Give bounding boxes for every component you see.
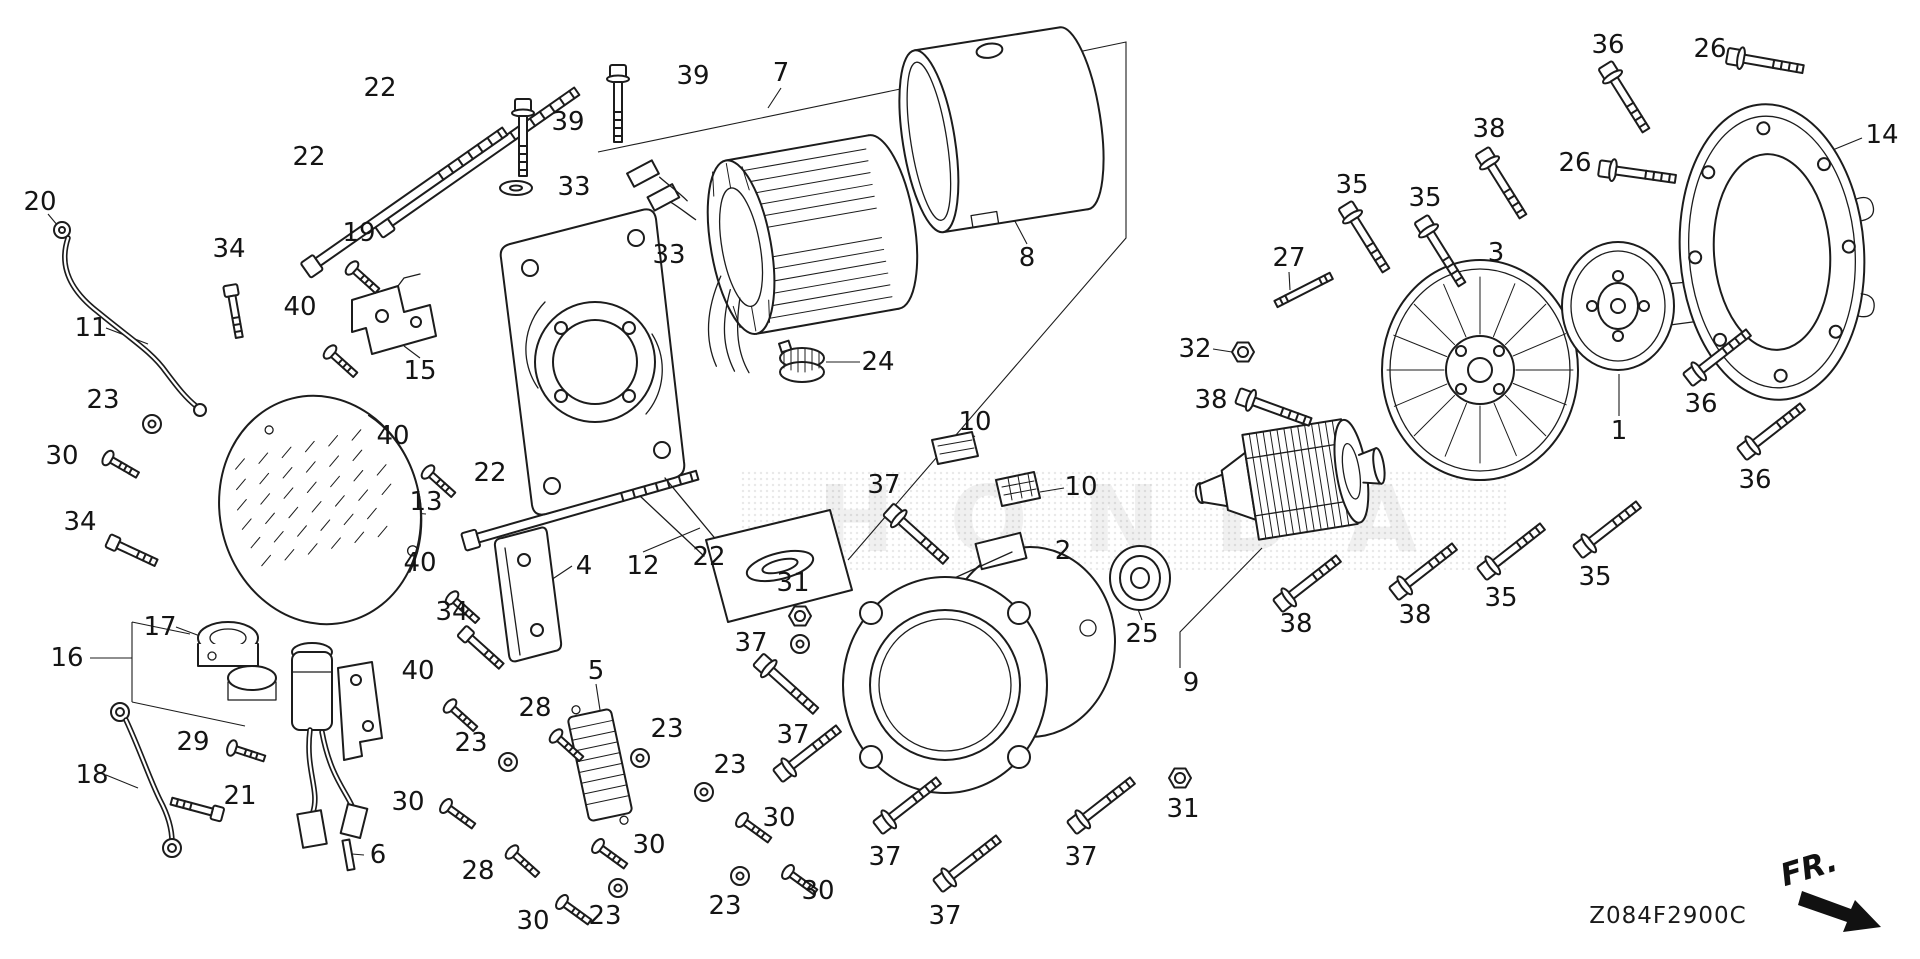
lead-wire-drawing — [110, 702, 182, 858]
screw-19-drawing — [342, 258, 384, 298]
washer-23-drawing — [630, 748, 650, 768]
bolt-35-drawing — [1334, 198, 1397, 278]
coil-assembly-drawing — [197, 621, 383, 849]
screw-30-drawing — [732, 809, 776, 848]
through-bolt-22-drawing — [299, 122, 511, 279]
bolt-36-drawing — [1594, 58, 1657, 138]
bolt-37-drawing — [929, 828, 1007, 896]
bolt-36-drawing — [1733, 396, 1811, 464]
stud-27-drawing — [1273, 271, 1334, 309]
washer-23-drawing — [694, 782, 714, 802]
bearing-drawing — [1109, 545, 1171, 611]
grouping-lines — [90, 41, 1263, 727]
wire-clamp-drawing — [778, 339, 825, 383]
screw-28-drawing — [502, 842, 544, 882]
vented-end-cover-drawing — [218, 394, 423, 626]
washer-23-drawing — [498, 752, 518, 772]
rotor-drawing — [1194, 418, 1386, 541]
bolt-21-drawing — [168, 793, 226, 823]
drive-flange-drawing — [1561, 241, 1721, 371]
screw-40-drawing — [440, 696, 482, 736]
mount-plate-drawing — [493, 526, 563, 663]
fr-direction-arrow — [1798, 891, 1881, 932]
screw-30-drawing — [552, 891, 596, 930]
washer-23-drawing — [142, 414, 162, 434]
screw-30-drawing — [778, 861, 822, 900]
bolt-37-drawing — [769, 718, 847, 786]
fr-direction-label: FR. — [1776, 843, 1841, 894]
rear-plate-drawing — [1678, 103, 1875, 401]
washer-31-drawing — [790, 634, 810, 654]
screw-30-drawing — [436, 795, 480, 834]
stator-cover-drawing — [898, 26, 1105, 234]
through-bolt-22-drawing — [371, 82, 583, 239]
rear-housing-drawing — [842, 531, 1116, 794]
bolt-37-drawing — [879, 500, 954, 570]
terminal-block-drawing — [567, 705, 633, 825]
screw-30-drawing — [99, 447, 143, 483]
ground-wire-drawing — [53, 221, 207, 417]
pin-drawing — [341, 838, 356, 872]
screw-40-drawing — [418, 462, 460, 502]
bolt-37-drawing — [1063, 770, 1141, 838]
screw-29-drawing — [224, 738, 268, 768]
stator-drawing — [626, 134, 919, 374]
bolt-38-drawing — [1385, 536, 1463, 604]
bolt-34-drawing — [222, 282, 248, 340]
washer-33-drawing — [499, 180, 533, 196]
fr-direction-marker: FR. — [1776, 843, 1881, 932]
bolt-34-drawing — [456, 624, 507, 673]
caution-label-drawing — [931, 431, 1041, 507]
bolt-26-drawing — [1596, 156, 1678, 191]
bolt-35-drawing — [1569, 494, 1647, 562]
cooling-fan-drawing — [1381, 259, 1579, 481]
bolt-38-drawing — [1269, 548, 1347, 616]
nut-32-drawing — [1231, 341, 1255, 363]
screw-30-drawing — [588, 835, 632, 874]
nut-31-drawing — [788, 605, 812, 627]
screw-40-drawing — [320, 342, 362, 382]
terminal-bracket-drawing — [351, 273, 437, 355]
washer-23-drawing — [730, 866, 750, 886]
washer-23-drawing — [608, 878, 628, 898]
bolt-39-drawing — [606, 64, 630, 143]
diagram-code: Z084F2900C — [1589, 903, 1747, 929]
bolt-38-drawing — [1471, 144, 1534, 224]
nut-31-drawing — [1168, 767, 1192, 789]
bolt-37-drawing — [749, 650, 824, 720]
screw-40-drawing — [442, 588, 484, 628]
front-bracket-drawing — [499, 208, 853, 623]
bolt-26-drawing — [1724, 43, 1806, 81]
bolt-34-drawing — [104, 533, 161, 571]
bolt-35-drawing — [1473, 516, 1551, 584]
